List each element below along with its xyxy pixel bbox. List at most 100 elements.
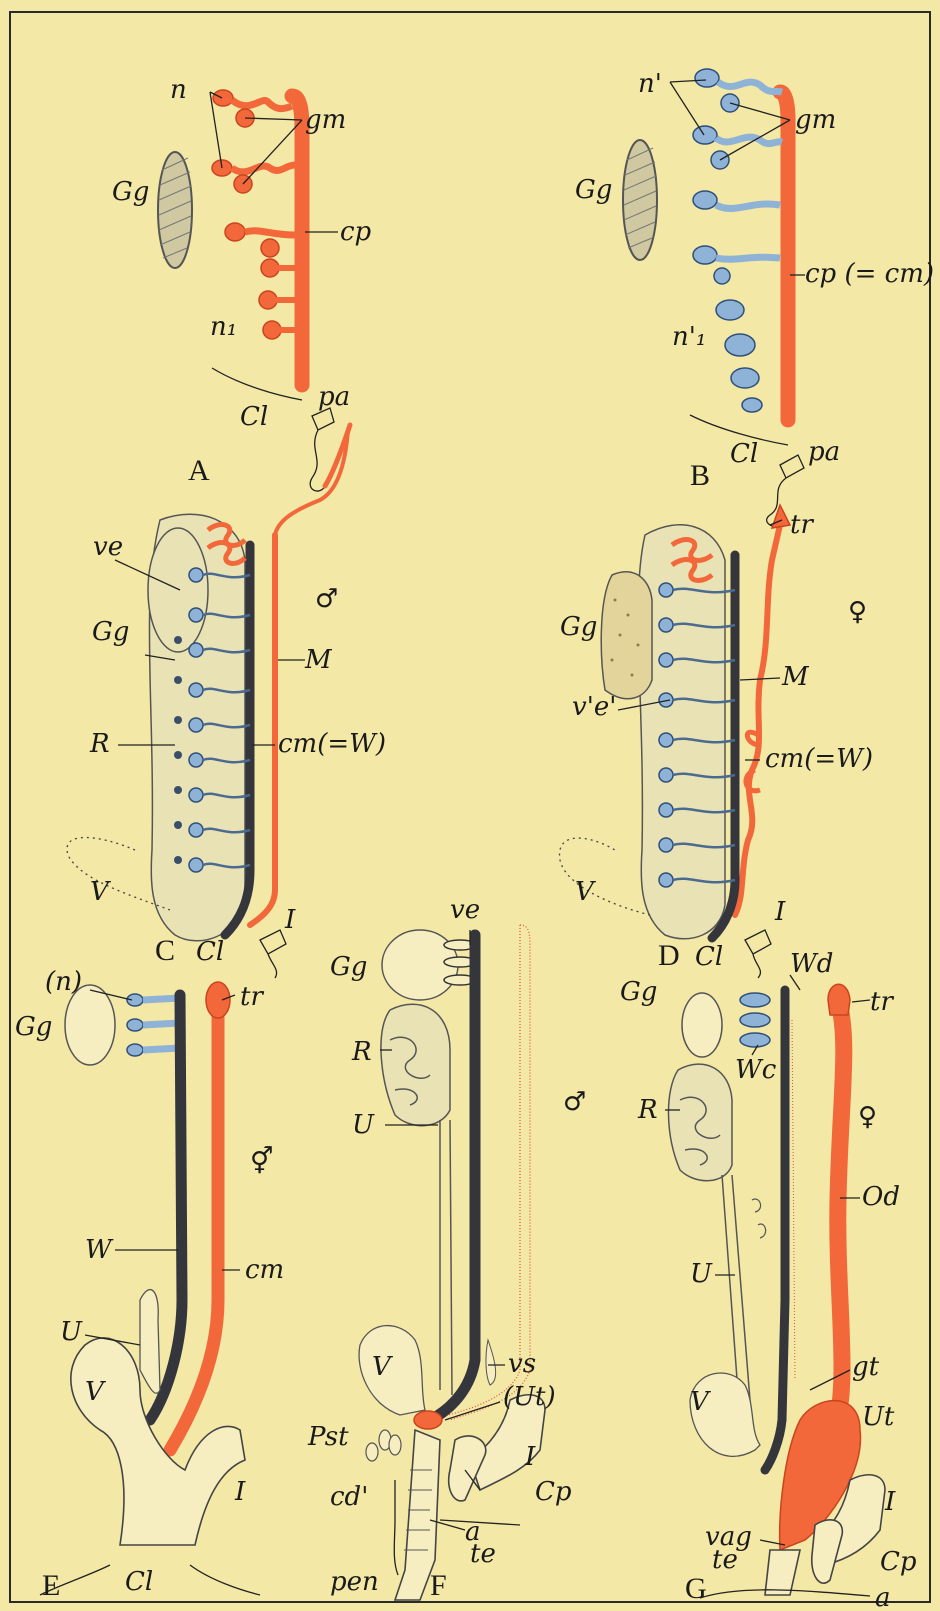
figure-b: n' gm cp (= cm) n'₁ Gg Cl pa B: [575, 69, 934, 527]
label-cd-prime: cd': [330, 1482, 368, 1512]
label-pst: Pst: [307, 1422, 349, 1452]
oviduct-od: [835, 1000, 844, 1430]
label-cp: Cp: [535, 1477, 572, 1507]
panel-label-c: C: [155, 934, 175, 967]
label-ve-prime: v'e': [572, 692, 616, 722]
gonad: [65, 985, 115, 1065]
mullerian-outer: [275, 430, 348, 535]
figure-f: ve Gg R U V vs (Ut) Pst I Cp cd' a te pe…: [307, 895, 586, 1602]
label-gt: gt: [852, 1352, 880, 1382]
kidney-r: [668, 1064, 732, 1181]
label-n-paren: (n): [45, 967, 82, 997]
figure-d: tr Gg M v'e' cm(=W) V I Cl ♀ D: [560, 505, 873, 978]
panel-label-b: B: [690, 459, 710, 492]
label-vs: vs: [508, 1349, 536, 1379]
kidney-r: [381, 1004, 450, 1125]
label-n: n: [170, 75, 187, 105]
nephric-remnants: [127, 994, 180, 1056]
wolffian-remnant-line: [792, 1020, 795, 1380]
label-gm: gm: [795, 105, 836, 135]
label-u: U: [352, 1110, 375, 1140]
label-pa: pa: [808, 437, 840, 467]
label-v: V: [372, 1352, 393, 1382]
sex-symbol-male: ♂: [315, 584, 338, 614]
pronephric-tubules: [212, 90, 295, 339]
label-cp: cp: [340, 217, 372, 247]
label-tr: tr: [870, 987, 894, 1017]
label-ut-paren: (Ut): [503, 1382, 556, 1412]
label-gg: Gg: [620, 977, 657, 1007]
sex-symbol-male: ♂: [563, 1087, 586, 1117]
figure-c: ve Gg M R cm(=W) V Cl I ♂ C: [67, 430, 386, 978]
v-bladder: [560, 838, 650, 915]
panel-label-g: G: [685, 1572, 707, 1605]
tr-funnel: [772, 505, 790, 528]
label-v: V: [85, 1377, 106, 1407]
mullerian-duct-m: [735, 525, 780, 915]
label-m: M: [304, 645, 333, 675]
label-cl: Cl: [240, 402, 268, 432]
label-ut: Ut: [862, 1402, 895, 1432]
label-i: I: [234, 1477, 246, 1507]
label-n-prime: n': [638, 69, 662, 99]
label-cp-cm: cp (= cm): [805, 259, 934, 289]
label-pa: pa: [318, 382, 350, 412]
label-n1: n₁: [210, 312, 237, 342]
label-ve: ve: [450, 895, 480, 925]
epoophoron-blue: [740, 993, 770, 1047]
label-te: te: [470, 1539, 496, 1569]
label-cl: Cl: [125, 1567, 153, 1597]
label-m: M: [781, 662, 810, 692]
label-cl: Cl: [695, 942, 723, 972]
u-bladder: [140, 1290, 160, 1394]
label-i: I: [284, 905, 296, 935]
label-u: U: [60, 1317, 83, 1347]
figure-g: Wd Gg tr Wc R Od U gt V Ut vag I te Cp a…: [620, 949, 917, 1611]
mesonephros-outline: [638, 525, 725, 939]
cd-line: [394, 1480, 398, 1575]
label-cl: Cl: [196, 937, 224, 967]
pronephric-duct: [292, 96, 302, 385]
cloaca-line: [212, 368, 302, 400]
panel-label-e: E: [42, 1569, 60, 1602]
label-u: U: [690, 1259, 713, 1289]
label-gg: Gg: [112, 177, 149, 207]
sex-symbol-female: ♀: [848, 597, 867, 627]
label-v: V: [690, 1387, 711, 1417]
label-wc: Wc: [735, 1055, 777, 1085]
gonad-ovary: [601, 572, 652, 699]
label-cm-w: cm(=W): [278, 729, 386, 759]
label-gg: Gg: [330, 952, 367, 982]
panel-label-d: D: [658, 939, 680, 972]
parovarium-marks: [752, 1199, 766, 1238]
label-cm: cm: [245, 1255, 284, 1285]
label-r: R: [637, 1095, 658, 1125]
tr-funnel: [828, 984, 850, 1015]
vas-deferens: [430, 935, 475, 1420]
label-cp: Cp: [880, 1547, 917, 1577]
vagina-outline: [765, 1550, 800, 1595]
label-i: I: [774, 897, 786, 927]
label-v: V: [575, 877, 596, 907]
label-pen: pen: [330, 1567, 379, 1597]
nephric-tubules-blue: [693, 69, 782, 412]
label-a: a: [875, 1583, 891, 1611]
label-cl: Cl: [730, 439, 758, 469]
sex-symbol-hermaphrodite: ⚥: [250, 1146, 273, 1177]
label-gg: Gg: [15, 1012, 52, 1042]
gonad-hatched: [623, 140, 657, 260]
label-v: V: [90, 877, 111, 907]
label-gg: Gg: [560, 612, 597, 642]
prostate: [366, 1430, 401, 1461]
cloacal-parts: [812, 1520, 843, 1583]
figure-e: (n) Gg tr W cm U V I Cl ⚥ E: [15, 967, 284, 1602]
label-te: te: [712, 1545, 738, 1575]
label-i: I: [884, 1487, 896, 1517]
label-gg: Gg: [575, 175, 612, 205]
label-tr: tr: [240, 982, 264, 1012]
label-ve: ve: [93, 532, 123, 562]
utriculus: [414, 1411, 442, 1429]
panel-label-a: A: [188, 454, 210, 487]
sex-symbol-female: ♀: [858, 1102, 877, 1132]
